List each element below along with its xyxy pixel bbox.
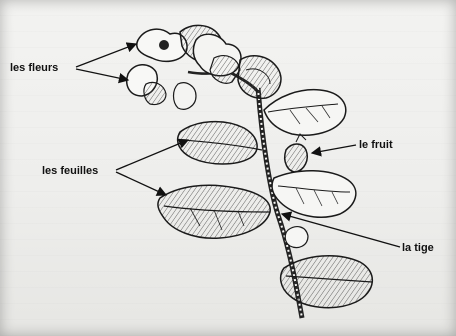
label-leaves: les feuilles — [42, 165, 98, 177]
leaf-bottom-right — [281, 256, 373, 308]
leaves-arrow-bottom — [116, 172, 166, 195]
fruit — [285, 134, 308, 172]
leaves-arrow-top — [116, 140, 188, 170]
label-flowers: les fleurs — [10, 62, 58, 74]
flowers-arrow-top — [76, 44, 136, 67]
leaf-middle-right — [272, 171, 356, 217]
bud — [285, 227, 308, 248]
leaf-lower-left — [158, 185, 270, 238]
label-stem: la tige — [402, 242, 434, 254]
leaf-upper-left — [178, 122, 262, 164]
flowers-cluster — [127, 25, 281, 109]
leaf-upper-right — [264, 90, 346, 136]
flowers-arrow-bottom — [76, 69, 128, 80]
fruit-arrow — [312, 145, 356, 153]
label-fruit: le fruit — [359, 139, 393, 151]
